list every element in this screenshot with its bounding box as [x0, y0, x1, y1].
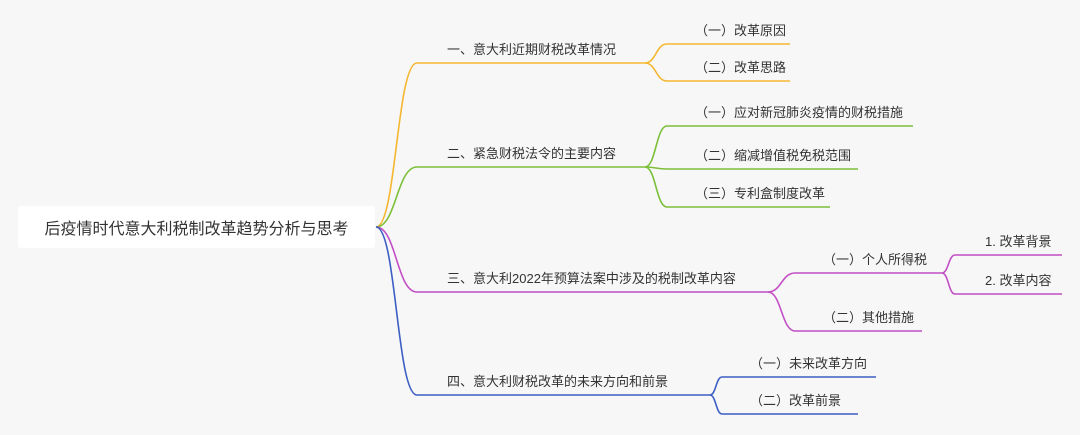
connector-branch-3-sub-1-item-2 — [941, 272, 956, 295]
branch-3-subtopic-1[interactable]: （一）个人所得税 — [823, 252, 928, 267]
connector-branch-2-sub-3 — [644, 166, 668, 208]
branch-3-subtopic-1-item-2[interactable]: 2. 改革内容 — [985, 273, 1052, 288]
connector-branch-4-sub-2 — [709, 394, 723, 415]
branch-4-topic[interactable]: 四、意大利财税改革的未来方向和前景 — [447, 374, 669, 389]
connector-branch-3-sub-1-item-1 — [941, 254, 956, 274]
connector-branch-3-sub-1 — [767, 272, 796, 293]
branch-1-topic[interactable]: 一、意大利近期财税改革情况 — [447, 42, 617, 57]
branch-2-subtopic-3[interactable]: （三）专利盒制度改革 — [695, 186, 826, 201]
branch-4-subtopic-2[interactable]: （二）改革前景 — [750, 393, 842, 408]
branch-3-subtopic-2[interactable]: （二）其他措施 — [823, 310, 915, 325]
connector-branch-2-sub-1 — [644, 125, 668, 168]
branch-4-subtopic-1[interactable]: （一）未来改革方向 — [750, 356, 868, 371]
connector-root-branch-3 — [375, 226, 418, 293]
branch-1-subtopic-2[interactable]: （二）改革思路 — [695, 60, 787, 75]
connector-branch-3-sub-2 — [767, 291, 796, 332]
branch-2-subtopic-2[interactable]: （二）缩减增值税免税范围 — [695, 148, 852, 163]
branch-3-subtopic-1-item-1[interactable]: 1. 改革背景 — [985, 234, 1052, 249]
connector-branch-1-sub-1 — [644, 43, 668, 64]
root-topic[interactable]: 后疫情时代意大利税制改革趋势分析与思考 — [18, 206, 375, 248]
branch-1-subtopic-1[interactable]: （一）改革原因 — [695, 23, 787, 38]
connector-branch-4-sub-1 — [709, 376, 723, 396]
connector-root-branch-4 — [375, 226, 418, 396]
branch-2-subtopic-1[interactable]: （一）应对新冠肺炎疫情的财税措施 — [695, 105, 904, 120]
root-topic-label: 后疫情时代意大利税制改革趋势分析与思考 — [44, 221, 349, 238]
connector-root-branch-2 — [375, 166, 418, 228]
branch-3-topic[interactable]: 三、意大利2022年预算法案中涉及的税制改革内容 — [447, 271, 736, 286]
connector-root-branch-1 — [375, 62, 418, 228]
connector-branch-1-sub-2 — [644, 62, 668, 82]
branch-2-topic[interactable]: 二、紧急财税法令的主要内容 — [447, 146, 617, 161]
